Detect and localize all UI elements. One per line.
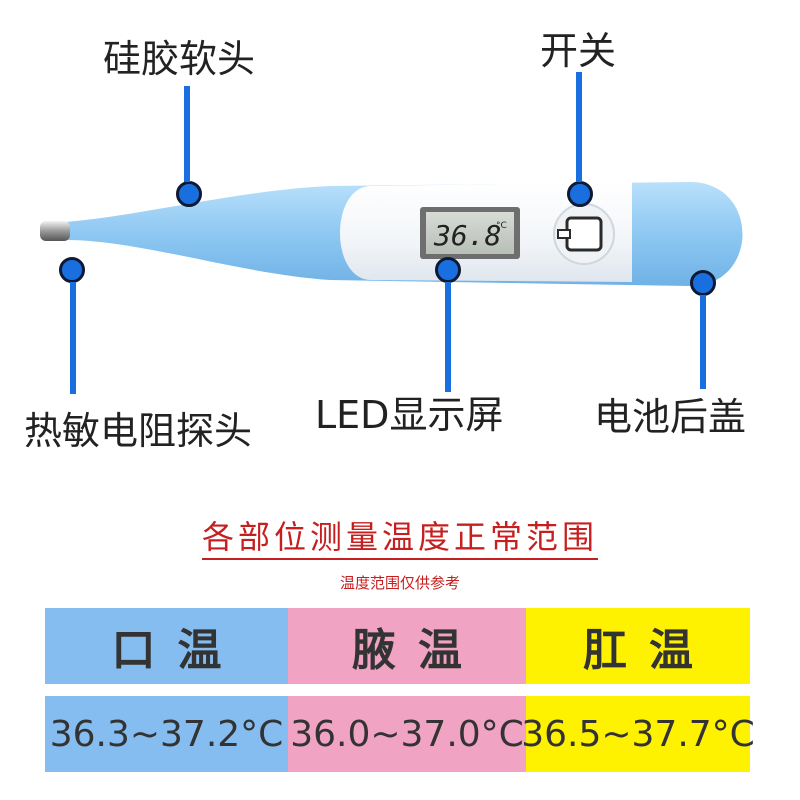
range-axillary: 36.0~37.0°C [288, 696, 526, 772]
callout-dot-display [435, 257, 461, 283]
label-switch: 开关 [540, 29, 617, 73]
label-battery-cover: 电池后盖 [594, 395, 747, 439]
label-probe: 热敏电阻探头 [24, 409, 253, 453]
callout-line-display [445, 282, 451, 392]
callout-line-battery-cover [700, 295, 706, 389]
probe-tip [40, 221, 70, 241]
reference-note: 温度范围仅供参考 [339, 574, 460, 592]
label-silicone-tip: 硅胶软头 [103, 37, 256, 81]
callout-dot-battery-cover [690, 270, 716, 296]
range-oral: 36.3~37.2°C [45, 696, 288, 772]
switch-button [565, 216, 603, 252]
lcd-unit: °C [496, 221, 507, 231]
label-display: LED显示屏 [315, 393, 504, 437]
header-oral: 口温 [45, 608, 288, 684]
callout-line-silicone-tip [184, 86, 190, 182]
callout-line-probe [70, 282, 76, 394]
callout-line-switch [576, 72, 582, 182]
reference-title-text: 各部位测量温度正常范围 [201, 518, 598, 560]
callout-dot-probe [59, 257, 85, 283]
range-rectal: 36.5~37.7°C [521, 696, 755, 772]
header-axillary: 腋温 [288, 608, 526, 684]
callout-dot-switch [567, 181, 593, 207]
reference-title: 各部位测量温度正常范围 [0, 512, 800, 560]
lcd-reading: 36.8 [433, 219, 501, 252]
header-rectal: 肛温 [526, 608, 750, 684]
lcd-screen [426, 212, 514, 254]
callout-dot-silicone-tip [176, 181, 202, 207]
